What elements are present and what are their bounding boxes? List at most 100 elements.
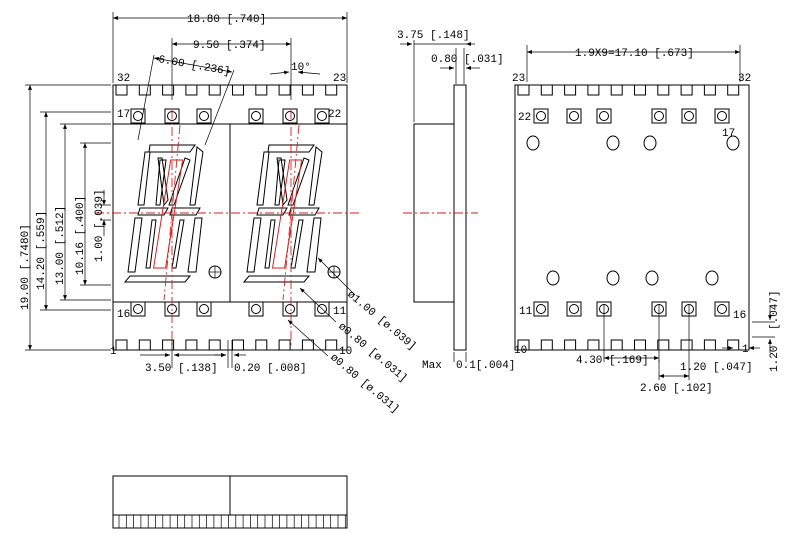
dim-total-height: 19.00 [.7480] <box>20 224 32 310</box>
dim-row-offset: 4.30 [.169] <box>576 355 649 367</box>
pin-notch <box>680 85 693 96</box>
pin-hole <box>717 111 727 121</box>
dim-tol-prefix: Max <box>422 360 442 372</box>
pin-hole <box>599 111 609 121</box>
pin-pad <box>282 301 298 317</box>
pin-notch <box>255 85 268 96</box>
pin-notch <box>232 85 244 96</box>
pin-pad <box>566 108 582 124</box>
pin-notch <box>325 339 338 350</box>
pin-label-11: 11 <box>333 306 347 318</box>
dim-pad-h: 1.20 [.047] <box>680 362 753 374</box>
pin-hole <box>317 304 327 314</box>
pin-hole <box>536 111 546 121</box>
pin-hole <box>251 111 261 121</box>
front-bottom-pins <box>130 301 330 317</box>
pin-notch <box>703 339 716 350</box>
pin-pad <box>714 108 730 124</box>
pin-pad <box>196 301 212 317</box>
pin-notch <box>727 85 740 96</box>
mounting-hole <box>606 135 620 151</box>
pin-notch <box>634 85 646 96</box>
pin-pad <box>248 108 264 124</box>
dim-pitch: 1.9X9=17.10 [.673] <box>575 48 694 60</box>
pin-hole <box>717 304 727 314</box>
pin-pad <box>314 301 330 317</box>
pin-notch <box>115 85 128 96</box>
dim-digit-offset: 3.50 [.138] <box>145 363 218 375</box>
pin-notch <box>162 339 175 350</box>
mounting-hole <box>643 135 657 151</box>
dim-seg-width: 1.00 [.039] <box>94 189 106 262</box>
pin-hole <box>536 304 546 314</box>
pin-pad <box>248 301 264 317</box>
pin-pad <box>314 108 330 124</box>
back-pin-label-10: 10 <box>514 345 527 357</box>
pin-hole <box>317 111 327 121</box>
pin-notch <box>564 339 577 350</box>
pin-notch <box>138 85 151 96</box>
bottom-pin-row <box>118 515 346 528</box>
pin-notch <box>208 85 221 96</box>
pin-hole <box>654 111 664 121</box>
pin-hole <box>133 304 143 314</box>
pin-pad <box>651 108 667 124</box>
mounting-hole <box>705 270 719 286</box>
pin-label-23: 23 <box>333 73 346 85</box>
pin-notch <box>185 339 198 350</box>
back-pin-label-11: 11 <box>519 306 533 318</box>
pin-notch <box>517 339 530 350</box>
back-top-notches <box>517 85 740 96</box>
digit-2 <box>242 144 341 283</box>
back-pin-label-1: 1 <box>742 344 749 356</box>
mounting-hole <box>645 270 659 286</box>
pin-pad <box>681 108 697 124</box>
front-view <box>25 12 360 368</box>
back-mounting-holes <box>526 135 740 286</box>
pin-pad <box>533 108 549 124</box>
pin-notch <box>278 339 291 350</box>
pin-notch <box>540 339 553 350</box>
pin-pad <box>282 108 298 124</box>
digit-2-slant-line <box>282 124 300 301</box>
digit-1-slant-line <box>163 124 181 301</box>
pin-notch <box>680 339 693 350</box>
pin-label-16: 16 <box>117 309 130 321</box>
pin-hole <box>569 111 579 121</box>
pin-label-32: 32 <box>117 73 130 85</box>
bottom-view <box>112 475 348 529</box>
pin-pad <box>714 301 730 317</box>
pin-notch <box>657 85 670 96</box>
dim-pin-row-height: 14.20 [.559] <box>36 211 48 290</box>
pin-notch <box>610 339 623 350</box>
dim-char-width: 6.00 [.236] <box>157 54 231 78</box>
dim-pad-v2: 1.20 <box>769 346 781 372</box>
pin-notch <box>517 85 530 96</box>
pin-notch <box>727 339 740 350</box>
pin-notch <box>301 339 314 350</box>
dim-slant: 10° <box>291 62 311 74</box>
pin-notch <box>587 339 600 350</box>
pin-notch <box>703 85 716 96</box>
pin-hole <box>569 304 579 314</box>
pin-pad <box>130 301 146 317</box>
dim-seg-height: 10.16 [.400] <box>75 196 87 275</box>
front-top-pins <box>130 108 330 124</box>
side-view <box>400 40 480 362</box>
pin-notch <box>278 85 291 96</box>
pin-notch <box>208 339 221 350</box>
pin-notch <box>232 339 244 350</box>
pin-pad <box>596 108 612 124</box>
back-bottom-notches <box>517 339 740 350</box>
mounting-hole <box>726 135 740 151</box>
back-view <box>514 45 775 380</box>
pin-hole <box>199 304 209 314</box>
pin-notch <box>540 85 553 96</box>
pin-pad <box>130 108 146 124</box>
pin-notch <box>115 339 128 350</box>
pin-pad <box>566 301 582 317</box>
pin-hole <box>684 111 694 121</box>
dim-char-height: 13.00 [.512] <box>55 206 67 285</box>
back-pin-label-23: 23 <box>512 73 525 85</box>
dim-pad-v1: [.047] <box>769 290 781 330</box>
